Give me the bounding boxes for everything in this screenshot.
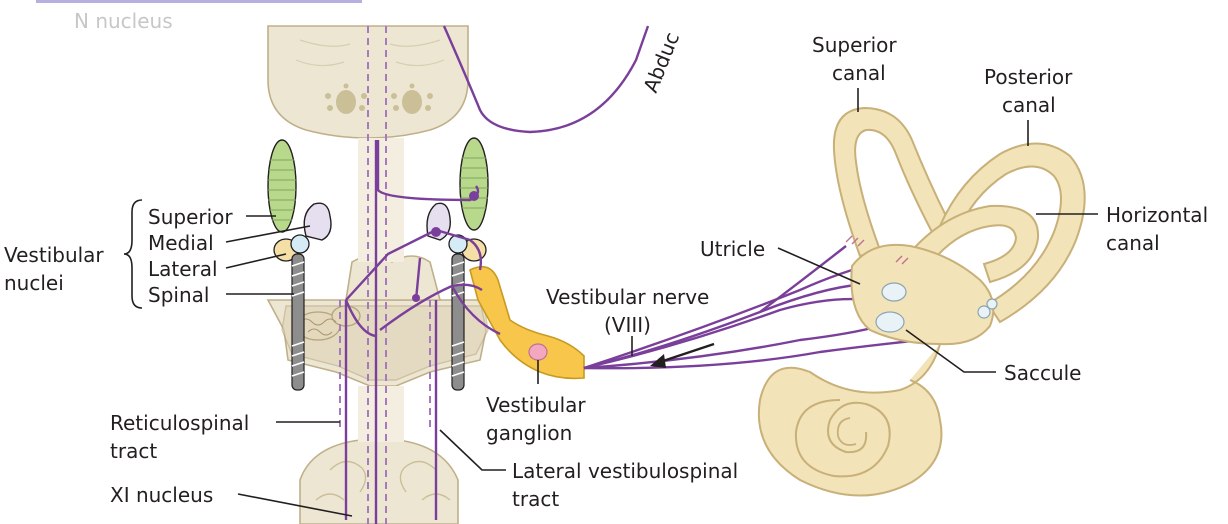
signal-direction-arrow bbox=[650, 342, 715, 368]
vestibule-shape bbox=[850, 243, 995, 346]
label-vestibular-nerve-2: (VIII) bbox=[604, 313, 651, 337]
label-medial: Medial bbox=[148, 231, 214, 255]
leader-lines bbox=[123, 88, 1098, 517]
saccule-shape bbox=[875, 311, 905, 333]
superior-nucleus-left bbox=[267, 139, 297, 233]
inner-ear-labyrinth bbox=[757, 106, 1086, 497]
top-highlight-bar bbox=[36, 0, 362, 3]
label-xi-nucleus: XI nucleus bbox=[110, 483, 213, 507]
ganglion-cell bbox=[528, 343, 548, 361]
label-horizontal-canal-2: canal bbox=[1106, 231, 1160, 255]
label-utricle: Utricle bbox=[700, 237, 765, 261]
superior-nucleus-right bbox=[459, 137, 489, 231]
vestibular-ganglion-shape bbox=[469, 265, 585, 380]
label-vestibular-nerve-1: Vestibular nerve bbox=[546, 285, 709, 309]
label-vestibular-ganglion-2: ganglion bbox=[486, 421, 572, 445]
label-posterior-canal-1: Posterior bbox=[984, 65, 1073, 89]
label-lateral-vestibulospinal-2: tract bbox=[512, 487, 559, 511]
spinal-nucleus-columns bbox=[291, 253, 465, 391]
label-lateral-vestibulospinal-1: Lateral vestibulospinal bbox=[512, 459, 738, 483]
label-posterior-canal-2: canal bbox=[1002, 93, 1056, 117]
label-abducens-partial: Abduc bbox=[638, 29, 684, 96]
posterior-canal-shape bbox=[938, 142, 1086, 324]
label-spinal: Spinal bbox=[148, 283, 209, 307]
label-vestibular-nuclei-1: Vestibular bbox=[4, 243, 104, 267]
vestibular-nuclei-bracket bbox=[123, 199, 143, 309]
cochlea-outer bbox=[757, 343, 943, 497]
text-labels: N nucleus Abduc Vestibular nuclei Superi… bbox=[4, 9, 1208, 511]
spinal-coils bbox=[291, 261, 465, 377]
label-superior-canal-2: canal bbox=[832, 61, 886, 85]
label-vestibular-ganglion-1: Vestibular bbox=[486, 393, 586, 417]
label-horizontal-canal-1: Horizontal bbox=[1106, 203, 1208, 227]
medial-nucleus-left bbox=[303, 202, 332, 241]
label-vestibular-nuclei-2: nuclei bbox=[4, 271, 64, 295]
brainstem-stalk bbox=[358, 138, 404, 262]
label-reticulospinal-1: Reticulospinal bbox=[110, 411, 249, 435]
label-lateral: Lateral bbox=[148, 257, 218, 281]
abducens-fiber bbox=[442, 25, 650, 134]
utricle-shape bbox=[881, 282, 907, 302]
vestibular-nuclei-group bbox=[267, 137, 489, 262]
label-superior: Superior bbox=[148, 205, 233, 229]
label-saccule: Saccule bbox=[1004, 361, 1081, 385]
label-top-partial: N nucleus bbox=[74, 9, 173, 33]
horizontal-canal-shape bbox=[902, 204, 1040, 284]
label-reticulospinal-2: tract bbox=[110, 439, 157, 463]
label-superior-canal-1: Superior bbox=[812, 33, 897, 57]
medulla-stalk bbox=[358, 386, 404, 442]
